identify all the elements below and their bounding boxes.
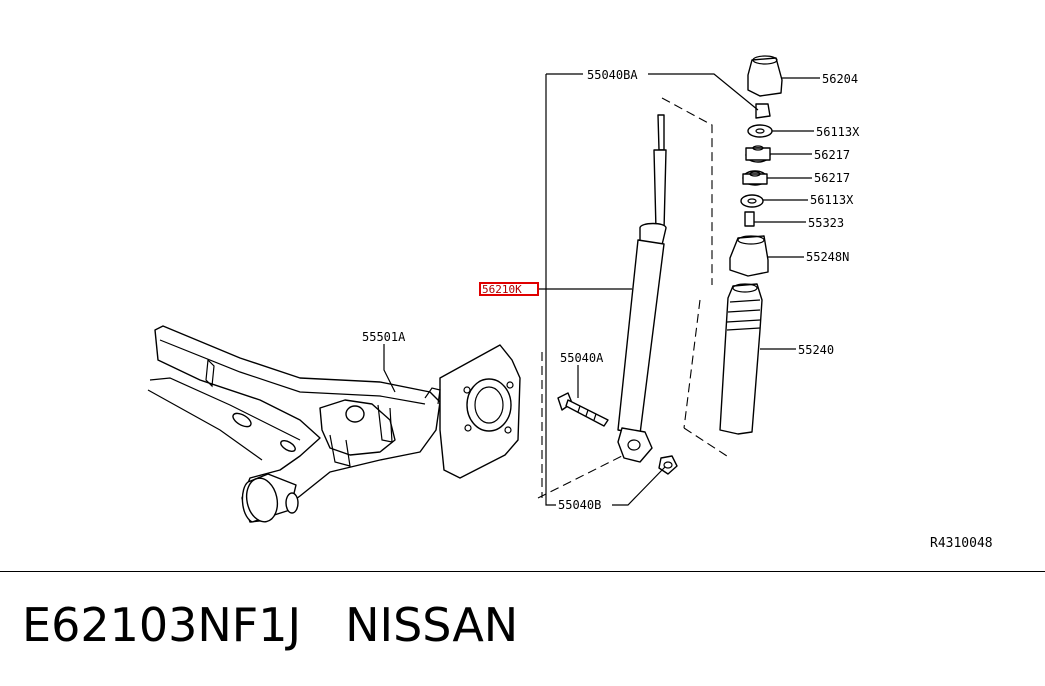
callout-55240[interactable]: 55240 — [798, 343, 834, 357]
parts-diagram: 55040BA 56204 56113X 56217 56217 56113X … — [147, 55, 993, 551]
lower-bolts — [557, 392, 678, 475]
callout-56217-upper[interactable]: 56217 — [814, 148, 850, 162]
top-mount-stack — [719, 55, 783, 435]
callout-56217-lower[interactable]: 56217 — [814, 171, 850, 185]
suspension-beam — [147, 325, 521, 523]
callout-55040BA[interactable]: 55040BA — [587, 68, 638, 82]
callout-55323[interactable]: 55323 — [808, 216, 844, 230]
leader-lines — [383, 73, 820, 506]
footer-title: E62103NF1J NISSAN — [22, 598, 518, 652]
assembly-dashed-outline — [537, 97, 731, 499]
footer-divider — [0, 571, 1045, 572]
callout-56204[interactable]: 56204 — [822, 72, 858, 86]
shock-absorber — [617, 114, 667, 463]
callout-56113X-upper[interactable]: 56113X — [816, 125, 860, 139]
callout-55248N[interactable]: 55248N — [806, 250, 849, 264]
brand-name: NISSAN — [345, 598, 519, 652]
highlight-box — [479, 282, 539, 296]
callout-56210K[interactable]: 56210K — [482, 283, 522, 296]
part-number: E62103NF1J — [22, 598, 302, 652]
callout-55501A[interactable]: 55501A — [362, 330, 406, 344]
callout-labels: 55040BA 56204 56113X 56217 56217 56113X … — [362, 68, 993, 551]
callout-55040B[interactable]: 55040B — [558, 498, 601, 512]
callout-56113X-lower[interactable]: 56113X — [810, 193, 854, 207]
callout-55040A[interactable]: 55040A — [560, 351, 604, 365]
reference-code: R4310048 — [930, 536, 993, 551]
